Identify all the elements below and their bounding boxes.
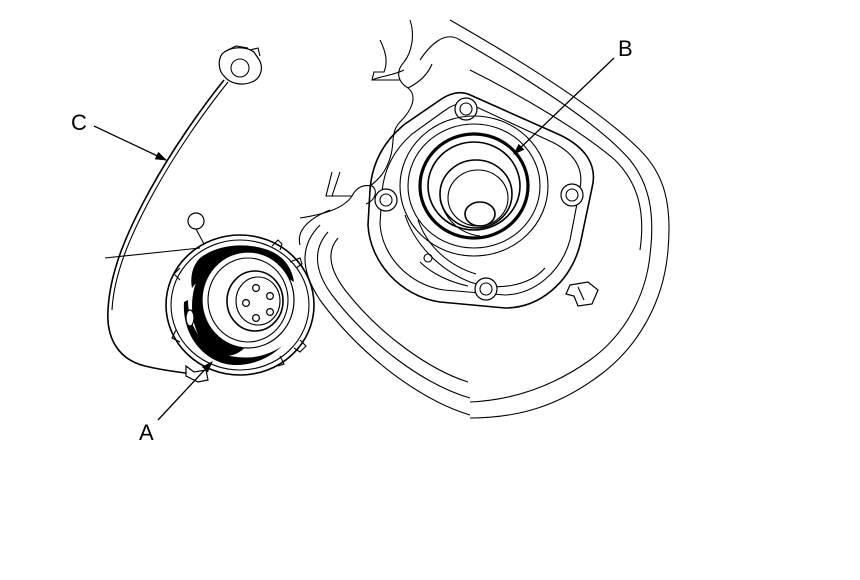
vehicle-body-edge [299,19,433,219]
mounting-hole [560,183,584,207]
callout-leader-c [93,125,168,161]
mounting-hole [374,188,398,212]
fuel-cap [104,212,315,383]
filler-neck-opening [399,115,549,257]
callout-label-c: C [71,110,87,135]
filler-neck-plate [367,91,599,309]
callout-label-b: B [618,36,633,61]
fuel-cap-tether [107,45,262,375]
callout-leader-a [157,361,213,421]
mounting-hole [474,277,498,301]
callout-label-a: A [139,420,154,445]
mounting-hole [454,97,478,121]
body-panel [298,19,670,419]
valve-holes [242,284,275,323]
retaining-tab [565,281,599,307]
callout-leader-b [513,57,615,155]
